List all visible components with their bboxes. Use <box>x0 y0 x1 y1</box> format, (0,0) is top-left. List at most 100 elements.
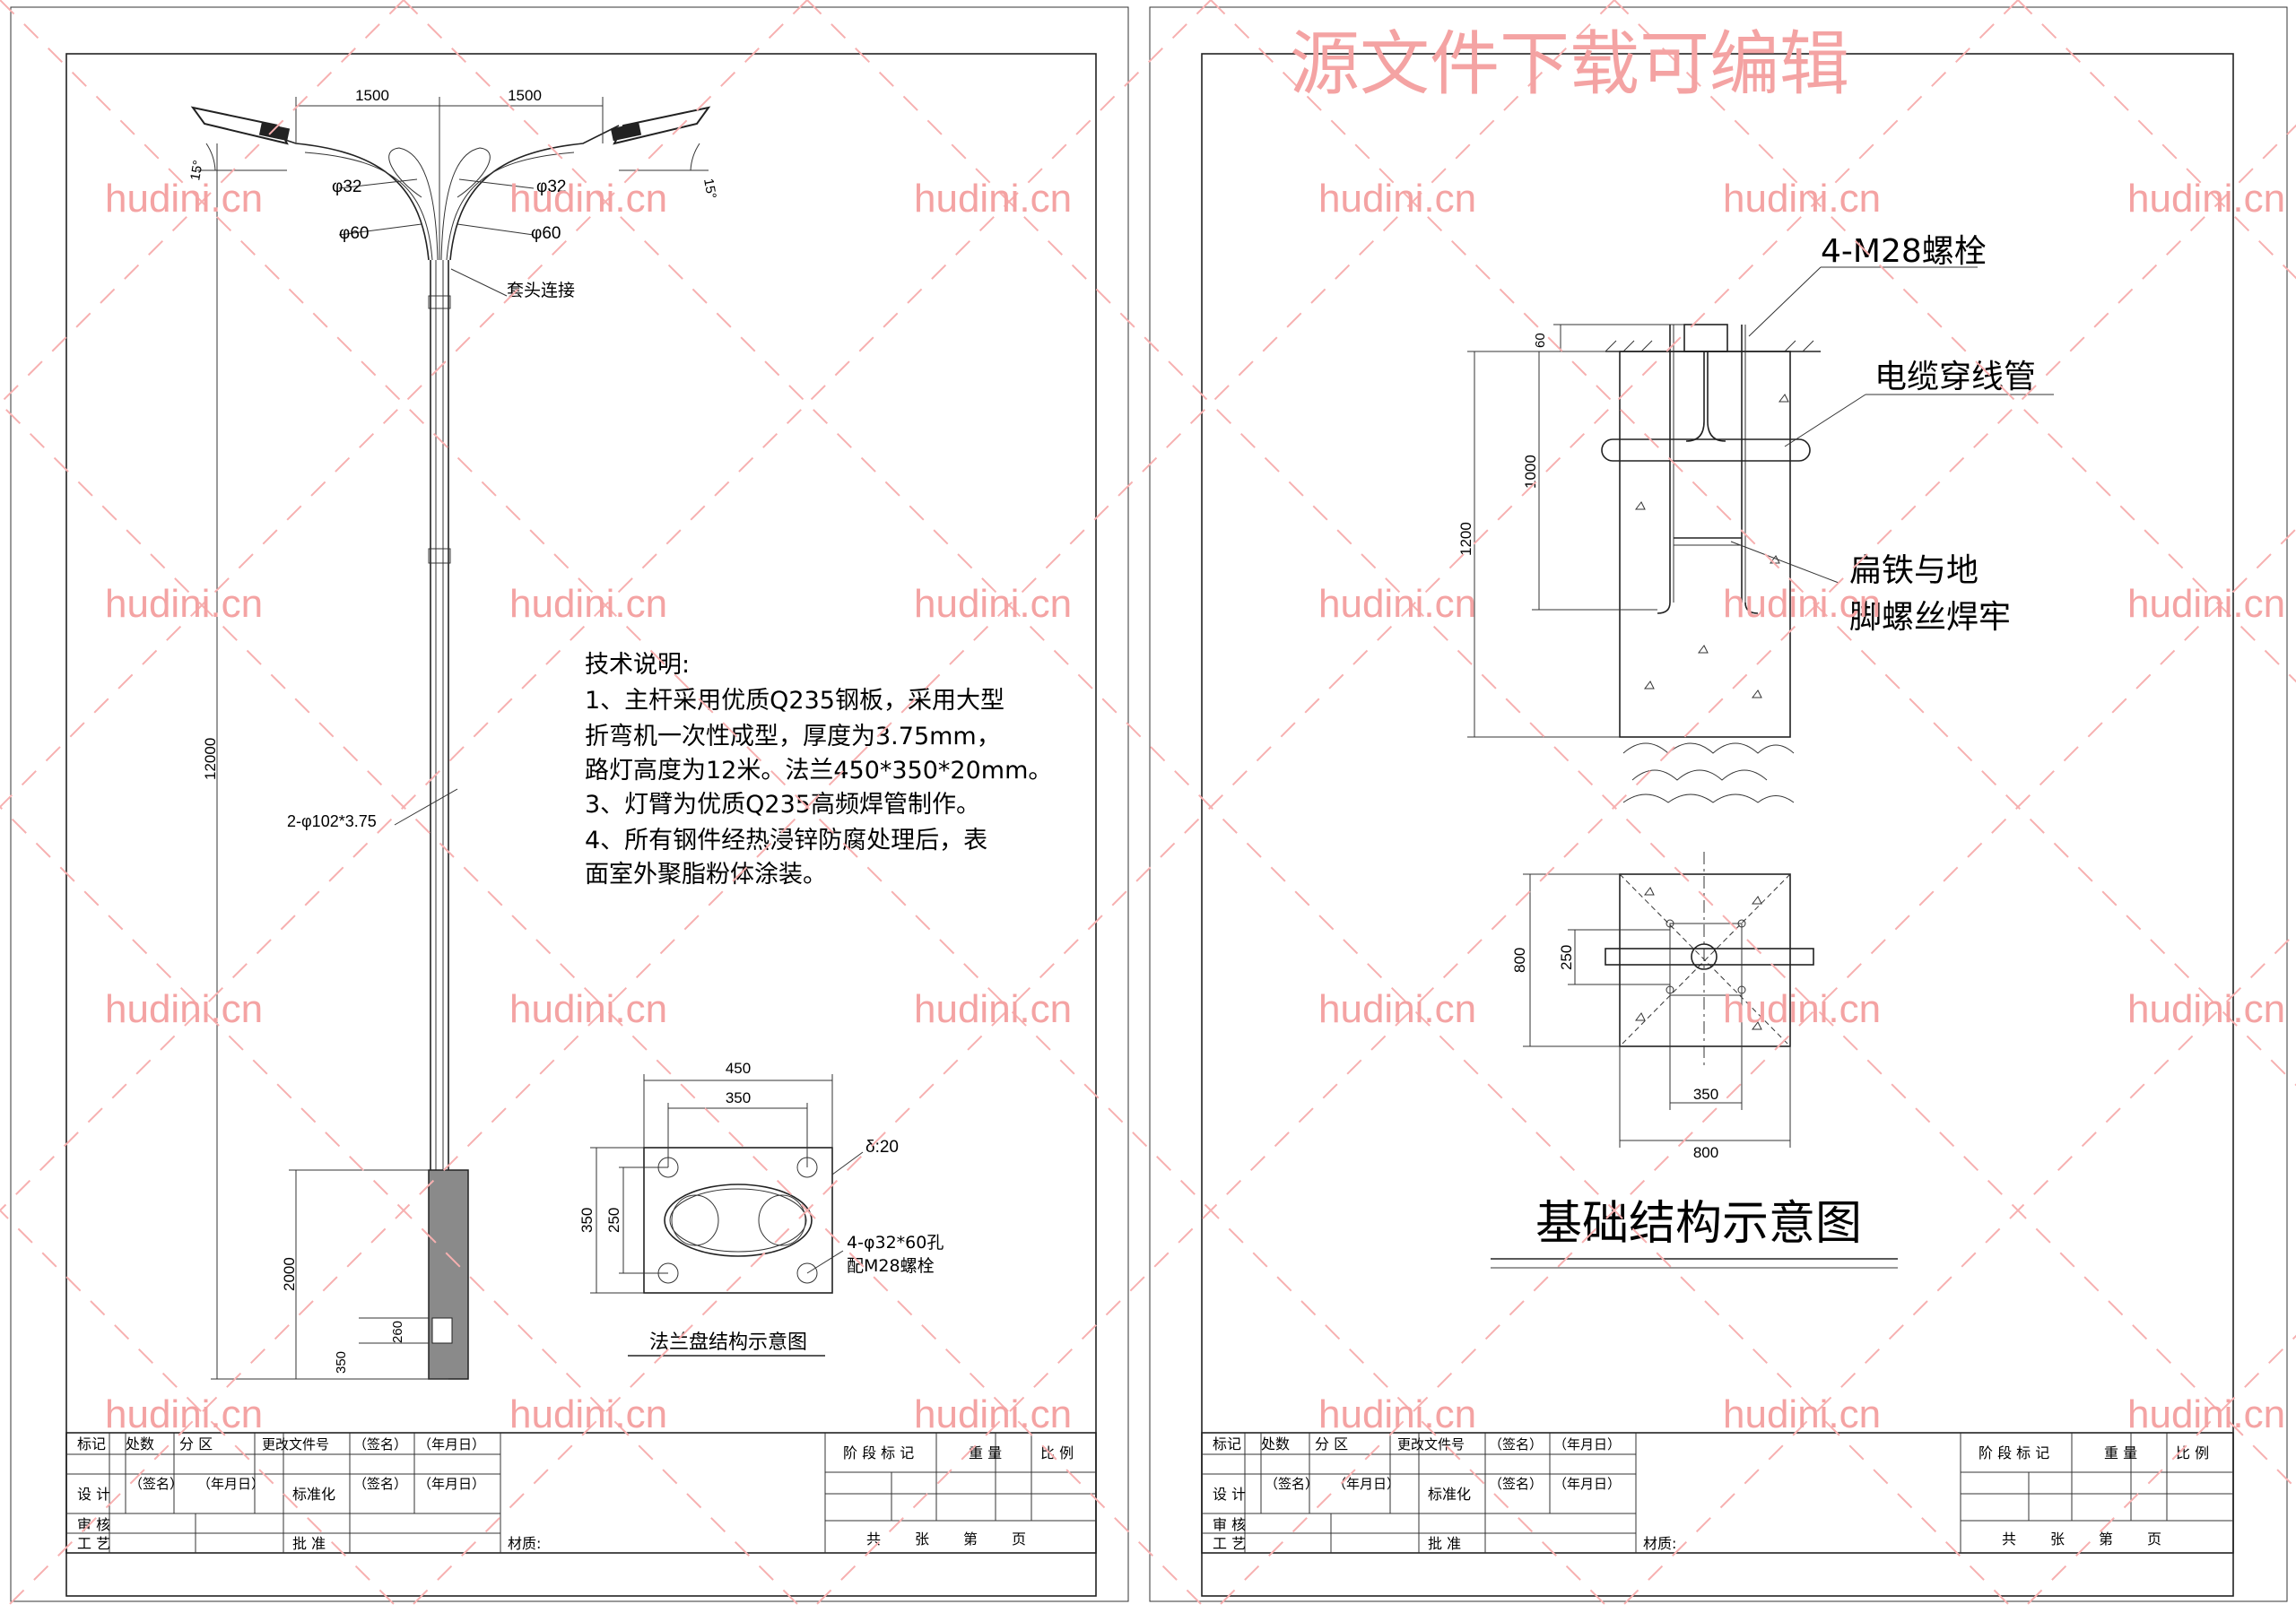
dim-flange-h350: 350 <box>578 1208 596 1233</box>
dim-350: 350 <box>334 1351 349 1374</box>
watermark-line <box>403 0 2013 1609</box>
dim-buried-depth: 2000 <box>281 1257 298 1291</box>
dim-angle-left: 15° <box>187 159 206 181</box>
watermark-text: hudini.cn <box>105 987 263 1031</box>
tech-note-line: 面室外聚脂粉体涂装。 <box>585 861 827 889</box>
tb-stage: 阶 段 标 记 <box>843 1444 914 1461</box>
tb-standard: 标准化 <box>292 1486 335 1503</box>
buried-section <box>428 1169 469 1380</box>
tb-page: 页 <box>2147 1531 2161 1548</box>
tb-design-sign: （签名） <box>1265 1476 1318 1492</box>
watermark-text: hudini.cn <box>914 582 1072 626</box>
watermark-text: hudini.cn <box>1723 1392 1881 1436</box>
tech-note-line: 4、所有钢件经热浸锌防腐处理后，表 <box>585 827 987 854</box>
tb-signature: （签名） <box>1489 1436 1543 1453</box>
tb-change-doc: 更改文件号 <box>262 1436 329 1453</box>
title-block-right: 标记 处数 分 区 更改文件号 （签名） （年月日） 设 计 （签名） （年月日… <box>1201 1432 2234 1554</box>
watermark-text: hudini.cn <box>1318 177 1476 221</box>
watermark-text: hudini.cn <box>1318 1392 1476 1436</box>
tb-material: 材质: <box>508 1535 541 1552</box>
watermark-text: hudini.cn <box>509 177 667 221</box>
watermark-line <box>0 402 1206 1609</box>
tb-design: 设 计 <box>77 1486 110 1503</box>
label-pole-spec: 2-φ102*3.75 <box>287 812 377 830</box>
right-sheet-frame <box>1201 53 2234 1597</box>
tb-mark: 标记 <box>77 1435 106 1453</box>
tb-scale: 比 例 <box>2176 1444 2209 1461</box>
watermark-text: hudini.cn <box>914 987 1072 1031</box>
label-weld-2: 脚螺丝焊牢 <box>1849 599 2011 636</box>
watermark-line <box>0 0 808 809</box>
tb-standard: 标准化 <box>1428 1486 1471 1503</box>
watermark-text: hudini.cn <box>914 177 1072 221</box>
dim-section-1200: 1200 <box>1457 522 1474 556</box>
tb-design-sign: （签名） <box>129 1476 183 1492</box>
tb-std-date: （年月日） <box>1553 1476 1621 1492</box>
watermark-text: hudini.cn <box>2127 582 2285 626</box>
tb-review: 审 核 <box>1213 1516 1246 1533</box>
watermark-line <box>806 0 2296 1490</box>
watermark-line <box>1613 0 2296 683</box>
watermark-line <box>0 0 1212 1212</box>
tb-count: 处数 <box>126 1435 154 1453</box>
foundation-section: 60 1000 1200 4-M28螺栓 电缆穿线管 扁铁与地 脚螺丝焊牢 <box>1457 233 2054 803</box>
dim-arm-left: 1500 <box>355 87 389 104</box>
tb-page: 页 <box>1012 1531 1026 1548</box>
tech-note-line: 1、主杆采用优质Q235钢板，采用大型 <box>585 687 1004 715</box>
tb-process: 工 艺 <box>1213 1535 1246 1552</box>
tb-sheets: 张 <box>2050 1531 2065 1548</box>
right-sheet-border <box>1149 6 2288 1602</box>
watermark-text: hudini.cn <box>105 1392 263 1436</box>
tb-total: 共 <box>2002 1531 2016 1548</box>
tb-zone: 分 区 <box>179 1435 213 1453</box>
foundation-caption: 基础结构示意图 <box>1535 1197 1862 1251</box>
watermark-title: 源文件下载可编辑 <box>1290 24 1849 105</box>
watermark-line <box>408 0 2019 1609</box>
tb-sheets: 张 <box>915 1531 929 1548</box>
dim-flange-450: 450 <box>726 1060 751 1077</box>
dim-plan-800-v: 800 <box>1511 948 1528 973</box>
tb-std-sign: （签名） <box>353 1476 407 1492</box>
label-weld-1: 扁铁与地 <box>1849 552 1979 589</box>
watermark-text: hudini.cn <box>105 177 263 221</box>
dim-plan-350: 350 <box>1693 1086 1718 1103</box>
watermark-text: hudini.cn <box>1318 582 1476 626</box>
tb-signature: （签名） <box>353 1436 407 1453</box>
dim-arm-right: 1500 <box>508 87 542 104</box>
label-flange-holes: 4-φ32*60孔 <box>847 1233 944 1253</box>
watermark-text: hudini.cn <box>2127 987 2285 1031</box>
tech-notes: 技术说明: 1、主杆采用优质Q235钢板，采用大型 折弯机一次性成型，厚度为3.… <box>585 651 1052 889</box>
watermark-line <box>0 0 404 405</box>
watermark-line <box>2017 0 2296 280</box>
left-sheet-border <box>10 6 1129 1602</box>
tb-process: 工 艺 <box>77 1535 110 1552</box>
watermark-line <box>0 0 1610 1609</box>
tech-note-line: 折弯机一次性成型，厚度为3.75mm， <box>585 723 1001 750</box>
tb-no: 第 <box>963 1531 978 1548</box>
tb-weight: 重 量 <box>969 1444 1002 1461</box>
tb-design-date: （年月日） <box>1333 1476 1400 1492</box>
tb-zone: 分 区 <box>1315 1435 1348 1453</box>
label-cable-pipe: 电缆穿线管 <box>1874 359 2036 395</box>
tb-design-date: （年月日） <box>197 1476 265 1492</box>
label-joint: 套头连接 <box>507 281 575 300</box>
dim-section-1000: 1000 <box>1522 455 1539 489</box>
tb-std-date: （年月日） <box>418 1476 485 1492</box>
tech-notes-title: 技术说明: <box>585 651 690 679</box>
tb-std-sign: （签名） <box>1489 1476 1543 1492</box>
watermark-line <box>1215 527 2296 1609</box>
tb-design: 设 计 <box>1213 1486 1246 1503</box>
tech-note-line: 3、灯臂为优质Q235高频焊管制作。 <box>585 791 980 819</box>
tb-date: （年月日） <box>418 1436 485 1453</box>
tb-count: 处数 <box>1261 1435 1290 1453</box>
watermark-line <box>4 0 1615 1609</box>
dim-flange-350: 350 <box>726 1089 751 1106</box>
dim-total-height: 12000 <box>202 738 219 780</box>
label-flange-bolts: 配M28螺栓 <box>847 1256 935 1276</box>
label-m28-bolts: 4-M28螺栓 <box>1821 233 1987 270</box>
watermark-text: hudini.cn <box>1723 177 1881 221</box>
dim-plan-800-h: 800 <box>1693 1144 1718 1161</box>
watermark-text: hudini.cn <box>1723 582 1881 626</box>
